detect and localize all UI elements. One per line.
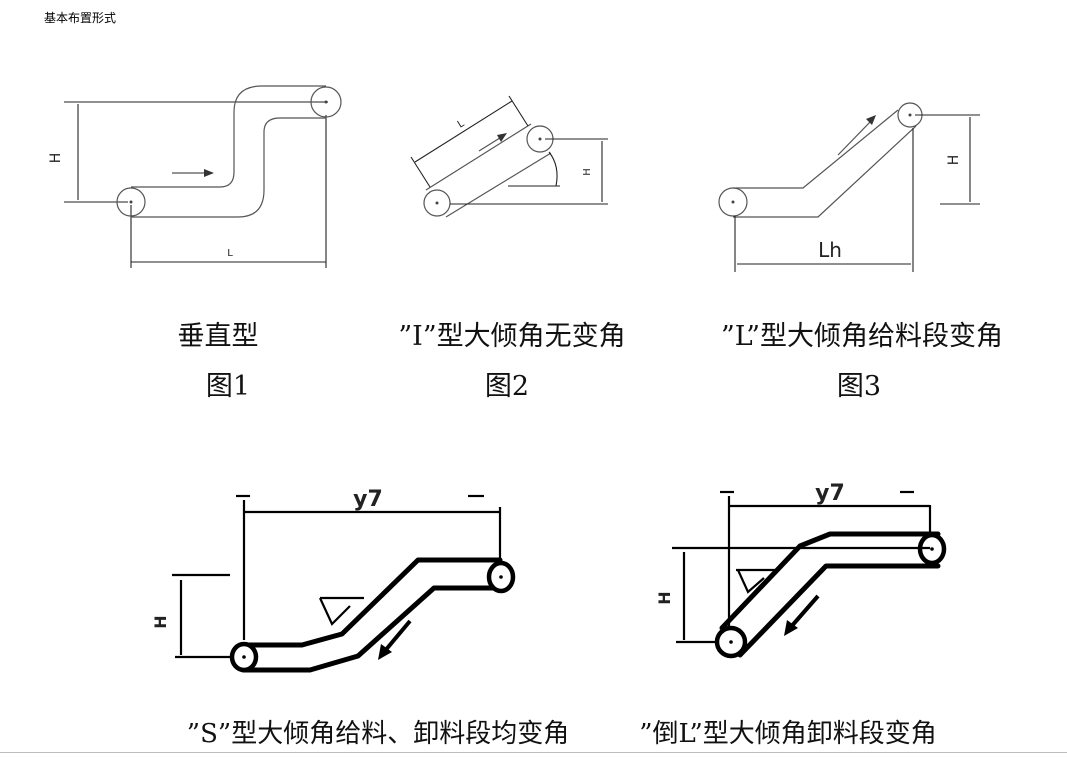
fig4-direction-arrow [382,619,412,654]
bottom-divider [0,752,1067,753]
figure-1-vertical: H L [48,85,342,268]
fig2-number: 图2 [485,371,529,402]
fig1-h-label: H [48,153,64,164]
fig2-belt-bottom [445,152,552,218]
fig2-head-pulley-center [538,137,542,141]
fig1-head-pulley-center [324,100,328,104]
fig4-belt-bottom [240,585,503,673]
fig2-arrow-head [497,133,507,142]
fig2-tail-pulley [423,189,451,217]
fig4-belt-top [240,557,503,648]
fig1-belt-top [131,85,326,188]
fig1-l-label: L [227,248,233,259]
fig3-number: 图3 [837,371,881,402]
fig5-caption: ”倒L”型大倾角卸料段变角 [639,719,937,749]
fig4-caption: ”S”型大倾角给料、卸料段均变角 [187,719,569,749]
fig1-head-pulley [310,86,342,118]
fig3-belt-bottom [733,125,917,218]
figure-2-i-type: L H [410,95,608,218]
fig3-tail-pulley [718,187,748,217]
fig2-tail-pulley-center [435,201,439,205]
fig1-number: 图1 [206,371,250,402]
fig4-angle-mark [319,597,351,626]
fig1-caption: 垂直型 [178,321,259,352]
fig1-belt-bottom [131,117,326,218]
fig4-arrow-head [378,644,392,660]
fig5-y7-label: y7 [815,481,845,506]
page-title: 基本布置形式 [44,11,117,25]
fig1-tail-pulley-center [129,200,133,204]
figure-3-l-type: H Lh [718,102,980,272]
fig3-caption: ”L”型大倾角给料段变角 [721,321,1003,352]
fig2-l-extension-right [508,95,529,127]
fig2-h-label: H [582,168,593,176]
figure-5-inverted-l-type: y7 H [655,481,947,659]
fig2-caption: ”I”型大倾角无变角 [398,321,625,352]
fig3-tail-pulley-center [731,200,735,204]
fig4-head-pulley-center [499,575,503,579]
fig5-tail-pulley-center [729,640,733,644]
fig4-h-label: H [151,615,170,628]
fig5-direction-arrow [788,594,820,630]
fig2-belt-top [425,123,532,191]
fig3-lh-label: Lh [818,238,842,262]
fig3-belt-top [733,109,899,189]
fig3-arrow-head [866,115,876,125]
figure-4-s-type: y7 H [151,487,516,673]
fig3-h-label: H [946,155,962,166]
fig2-l-label: L [456,118,467,131]
fig2-angle-arc [548,151,558,187]
fig3-direction-arrow [837,119,873,156]
fig2-l-extension-left [410,156,431,188]
fig1-arrow-head [204,169,214,177]
fig1-tail-pulley [116,187,146,217]
fig3-head-pulley-center [908,113,912,117]
fig5-belt-bottom [737,563,941,658]
fig5-head-pulley-center [930,547,934,551]
fig4-tail-pulley-center [242,655,246,659]
fig2-l-dimension-line [414,100,513,163]
fig5-arrow-head [784,620,798,636]
fig5-belt-top [719,531,941,631]
fig5-angle-mark [736,569,765,594]
fig4-y7-label: y7 [353,487,383,512]
fig5-h-label: H [655,591,674,604]
